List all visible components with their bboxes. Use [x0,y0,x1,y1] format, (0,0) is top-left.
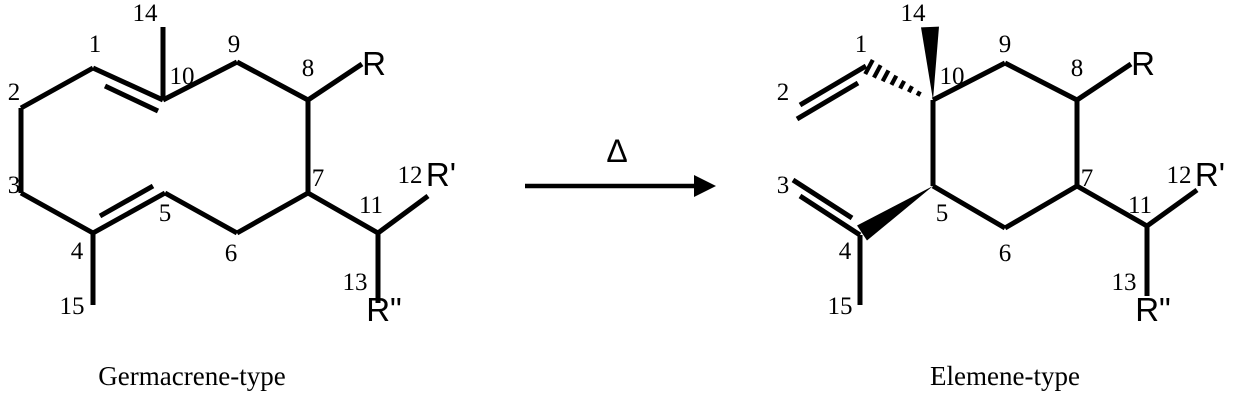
atom-label-c14: 14 [133,0,159,27]
bond-c5-c6 [163,190,239,236]
hashed-wedge-c10-c1-vinyl-dash [863,58,875,76]
double-bond-c3-c4-inner [791,177,854,221]
bond-c9-c10 [931,60,1007,103]
atom-label-c1: 1 [855,31,868,58]
atom-label-c9: 9 [999,31,1012,58]
bond-c4-c5 [91,190,167,236]
atom-label-c8: 8 [302,55,315,82]
bond-c8-c9 [235,59,310,103]
hashed-wedge-c10-c1-vinyl-dash [880,69,891,83]
bond-c4-c3-vinyl [798,193,862,238]
substituent-label-r: R [1131,45,1155,82]
atom-label-c2: 2 [777,79,790,106]
substituent-label-r-double-prime: R" [366,291,402,328]
bond-c8-r [1075,61,1133,103]
wedge-c10-c14-methyl [921,26,939,101]
delta-heat-symbol: Δ [606,133,627,169]
atom-label-c14: 14 [901,0,927,27]
atom-label-c7: 7 [312,165,325,192]
atom-label-c9: 9 [228,31,241,58]
bond-c6-c7 [235,190,310,236]
hashed-wedge-c10-c1-vinyl-dash [898,79,907,90]
atom-label-c3: 3 [8,172,21,199]
hashed-wedge-c10-c1-vinyl-dash [915,90,922,97]
captions-layer: Germacrene-type Elemene-type [98,361,1080,391]
atom-label-c2: 2 [8,79,21,106]
bond-c7-c11 [1075,183,1149,229]
bond-c9-c10 [161,59,239,103]
hashed-wedge-c10-c1-vinyl [863,58,922,97]
bond-c11-r-prime [1145,187,1199,229]
bond-c11-r-prime [376,193,430,236]
double-bond-c4-c5-inner [98,183,155,219]
atom-label-c13: 13 [343,269,368,296]
atom-label-c5: 5 [936,200,949,227]
bond-c8-r [306,61,364,103]
wedge-c5-c4-isopropenyl [857,186,933,241]
bond-c1-c2 [19,65,95,111]
reaction-arrow-group: Δ [525,133,716,197]
caption-elemene: Elemene-type [930,361,1080,391]
bond-c3-c4 [19,190,95,236]
atom-label-c4: 4 [71,238,84,265]
atom-label-c5: 5 [159,200,172,227]
atom-label-c6: 6 [225,240,238,267]
bond-c7-c11 [306,190,380,236]
bond-c1-c10 [91,65,165,103]
reaction-arrow-head [694,175,716,197]
atom-label-c8: 8 [1071,55,1084,82]
hashed-wedge-c10-c1-vinyl-dash [906,85,914,94]
atom-label-c11: 11 [359,192,383,219]
substituent-label-r-prime: R' [426,156,456,193]
hashed-wedge-c10-c1-vinyl-dash [889,74,899,86]
substituent-label-r-prime: R' [1195,156,1225,193]
atom-label-c6: 6 [999,240,1012,267]
atom-label-c15: 15 [60,293,85,320]
bond-c8-c9 [1003,60,1079,103]
atom-label-c1: 1 [89,31,102,58]
atom-label-c15: 15 [828,293,853,320]
atom-label-c12: 12 [1167,162,1192,189]
bond-c6-c7 [1003,183,1079,231]
atom-label-c13: 13 [1112,269,1137,296]
bond-c5-c6 [931,183,1007,231]
atom-label-c12: 12 [398,162,423,189]
substituent-label-r: R [362,45,386,82]
caption-germacrene: Germacrene-type [98,361,285,391]
atom-label-c4: 4 [839,238,852,265]
atom-label-c3: 3 [777,172,790,199]
double-bond-c1-c2-inner [795,80,860,122]
double-bond-c1-c10-inner [103,83,160,114]
hashed-wedge-c10-c1-vinyl-dash [872,64,883,79]
atom-label-c10: 10 [940,63,965,90]
bond-c1-c2-vinyl [798,63,868,108]
atom-label-c10: 10 [170,63,195,90]
atom-label-c7: 7 [1081,165,1094,192]
substituent-label-r-double-prime: R" [1135,291,1171,328]
structures-layer: 123456789101112131415RR'R"12345678910111… [8,0,1225,328]
atom-label-c11: 11 [1128,192,1152,219]
